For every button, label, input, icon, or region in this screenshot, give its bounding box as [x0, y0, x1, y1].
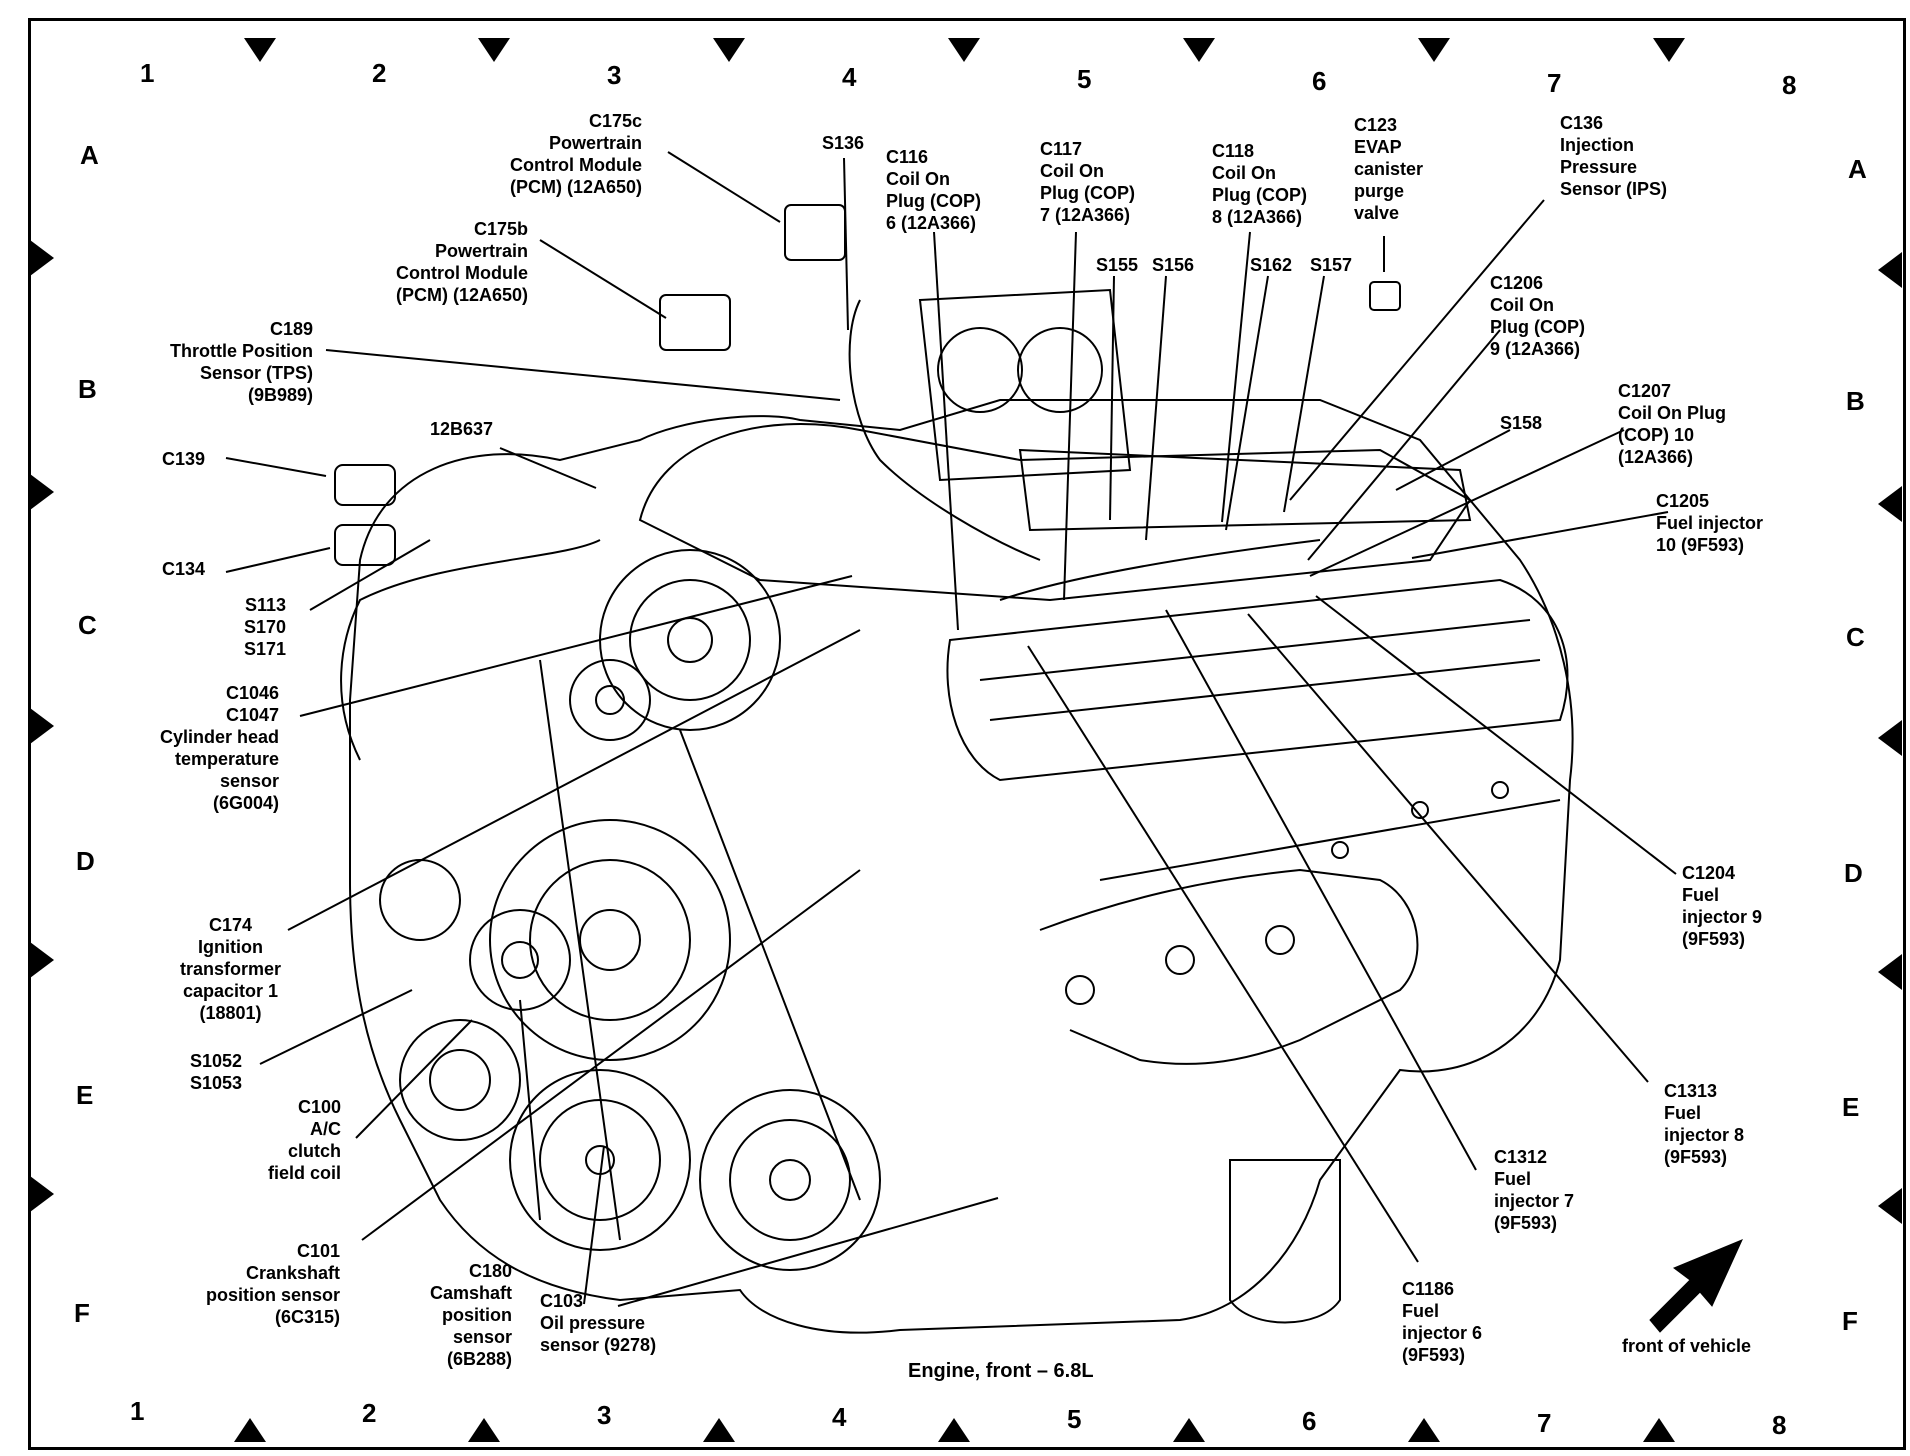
label-c1207-cop10: C1207 Coil On Plug (COP) 10 (12A366) [1618, 381, 1726, 467]
grid-row-d-right: D [1844, 858, 1863, 888]
label-c136-ips: C136 Injection Pressure Sensor (IPS) [1560, 113, 1668, 199]
engine-outline [334, 204, 1574, 1334]
label-s1052-s1053: S1052 S1053 [190, 1051, 243, 1093]
grid-row-c-right: C [1846, 622, 1865, 652]
grid-col-8-top: 8 [1782, 70, 1797, 100]
label-12b637: 12B637 [430, 419, 494, 439]
label-c1205-injector10: C1205 Fuel injector 10 (9F593) [1656, 491, 1764, 555]
label-s162: S162 [1250, 255, 1293, 275]
label-c100-ac-clutch: C100 A/C clutch field coil [268, 1097, 342, 1183]
front-of-vehicle-arrow [1649, 1239, 1743, 1333]
grid-col-5-bottom: 5 [1067, 1404, 1082, 1434]
grid-col-4-bottom: 4 [832, 1402, 847, 1432]
grid-col-3-bottom: 3 [597, 1400, 612, 1430]
label-s157: S157 [1310, 255, 1353, 275]
label-c1186-injector6: C1186 Fuel injector 6 (9F593) [1402, 1279, 1483, 1365]
label-c1312-injector7: C1312 Fuel injector 7 (9F593) [1494, 1147, 1575, 1233]
label-s158: S158 [1500, 413, 1543, 433]
grid-col-2-top: 2 [372, 58, 387, 88]
label-c116-cop6: C116 Coil On Plug (COP) 6 (12A366) [886, 147, 981, 233]
label-c1206-cop9: C1206 Coil On Plug (COP) 9 (12A366) [1490, 273, 1585, 359]
label-c103-oil-pressure: C103 Oil pressure sensor (9278) [540, 1291, 657, 1355]
label-c123-evap: C123 EVAP canister purge valve [1354, 115, 1424, 223]
leader-lines [225, 151, 1677, 1307]
label-s156: S156 [1152, 255, 1195, 275]
label-s155: S155 [1096, 255, 1139, 275]
grid-col-3-top: 3 [607, 60, 622, 90]
grid-row-d-left: D [76, 846, 95, 876]
grid-col-1-bottom: 1 [130, 1396, 145, 1426]
grid-col-6-bottom: 6 [1302, 1406, 1317, 1436]
grid-row-a-right: A [1848, 154, 1867, 184]
diagram-border [28, 18, 1906, 1450]
label-c101-crankshaft: C101 Crankshaft position sensor (6C315) [206, 1241, 341, 1327]
grid-col-4-top: 4 [842, 62, 857, 92]
grid-col-2-bottom: 2 [362, 1398, 377, 1428]
diagram-caption: Engine, front – 6.8L [908, 1360, 1094, 1382]
label-c1313-injector8: C1313 Fuel injector 8 (9F593) [1664, 1081, 1745, 1167]
label-c1046-c1047-chts: C1046 C1047 Cylinder head temperature se… [160, 683, 280, 813]
grid-col-8-bottom: 8 [1772, 1410, 1787, 1440]
label-s113-s170-s171: S113 S170 S171 [244, 595, 287, 659]
label-c118-cop8: C118 Coil On Plug (COP) 8 (12A366) [1212, 141, 1307, 227]
front-of-vehicle-label: front of vehicle [1622, 1336, 1752, 1356]
label-c189-tps: C189 Throttle Position Sensor (TPS) (9B9… [170, 319, 313, 405]
label-c139: C139 [162, 449, 206, 469]
grid-row-f-right: F [1842, 1306, 1858, 1336]
grid-row-f-left: F [74, 1298, 90, 1328]
label-c175b-pcm: C175b Powertrain Control Module (PCM) (1… [396, 219, 529, 305]
grid-col-7-top: 7 [1547, 68, 1562, 98]
grid-row-b-right: B [1846, 386, 1865, 416]
grid-row-a-left: A [80, 140, 99, 170]
label-c134: C134 [162, 559, 206, 579]
label-c1204-injector9: C1204 Fuel injector 9 (9F593) [1682, 863, 1763, 949]
grid-row-e-left: E [76, 1080, 94, 1110]
grid-row-b-left: B [78, 374, 97, 404]
label-c174-capacitor: C174 Ignition transformer capacitor 1 (1… [180, 915, 282, 1023]
grid-row-c-left: C [78, 610, 97, 640]
grid-tick-marks [30, 38, 1902, 1442]
grid-row-e-right: E [1842, 1092, 1860, 1122]
grid-col-6-top: 6 [1312, 66, 1327, 96]
grid-col-1-top: 1 [140, 58, 155, 88]
grid-col-5-top: 5 [1077, 64, 1092, 94]
label-c117-cop7: C117 Coil On Plug (COP) 7 (12A366) [1040, 139, 1135, 225]
grid-col-7-bottom: 7 [1537, 1408, 1552, 1438]
label-c175c-pcm: C175c Powertrain Control Module (PCM) (1… [510, 111, 643, 197]
label-s136: S136 [822, 133, 865, 153]
label-c180-camshaft: C180 Camshaft position sensor (6B288) [430, 1261, 513, 1369]
